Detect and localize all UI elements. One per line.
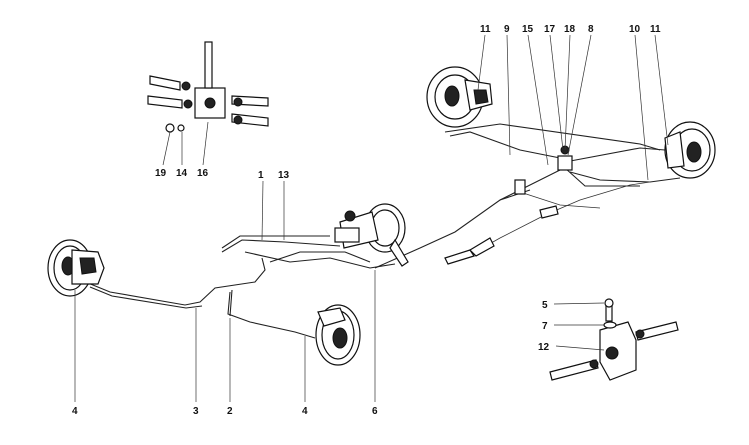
callout-17: 17 (544, 24, 556, 35)
callout-7: 7 (542, 321, 548, 332)
callout-9: 9 (504, 24, 510, 35)
callout-8: 8 (588, 24, 594, 35)
callout-5: 5 (542, 300, 548, 311)
rear-junction (514, 145, 573, 219)
callout-3: 3 (193, 406, 199, 417)
rear-right-disc (664, 121, 716, 179)
front-right-disc (315, 304, 361, 366)
callout-1: 1 (258, 170, 264, 181)
handbrake-lever (444, 237, 495, 265)
callout-12: 12 (538, 342, 550, 353)
callouts: 1 13 19 14 16 11 9 15 17 18 8 10 11 5 7 … (72, 24, 661, 417)
callout-11-left: 11 (480, 24, 491, 35)
callout-16: 16 (197, 168, 209, 179)
callout-10: 10 (629, 24, 641, 35)
callout-14: 14 (176, 168, 188, 179)
callout-13: 13 (278, 170, 290, 181)
pressure-regulator (549, 298, 679, 381)
callout-15: 15 (522, 24, 534, 35)
callout-2: 2 (227, 406, 233, 417)
callout-4-left: 4 (72, 406, 78, 417)
rear-left-disc (426, 66, 493, 128)
leader-lines (74, 34, 669, 402)
callout-11-right: 11 (650, 24, 661, 35)
front-left-disc (47, 239, 105, 297)
callout-18: 18 (564, 24, 576, 35)
callout-19: 19 (155, 168, 167, 179)
master-cylinder (334, 203, 409, 267)
brake-lines (87, 123, 681, 339)
brake-distribution-block (147, 41, 269, 133)
callout-4-right: 4 (302, 406, 308, 417)
callout-6: 6 (372, 406, 378, 417)
